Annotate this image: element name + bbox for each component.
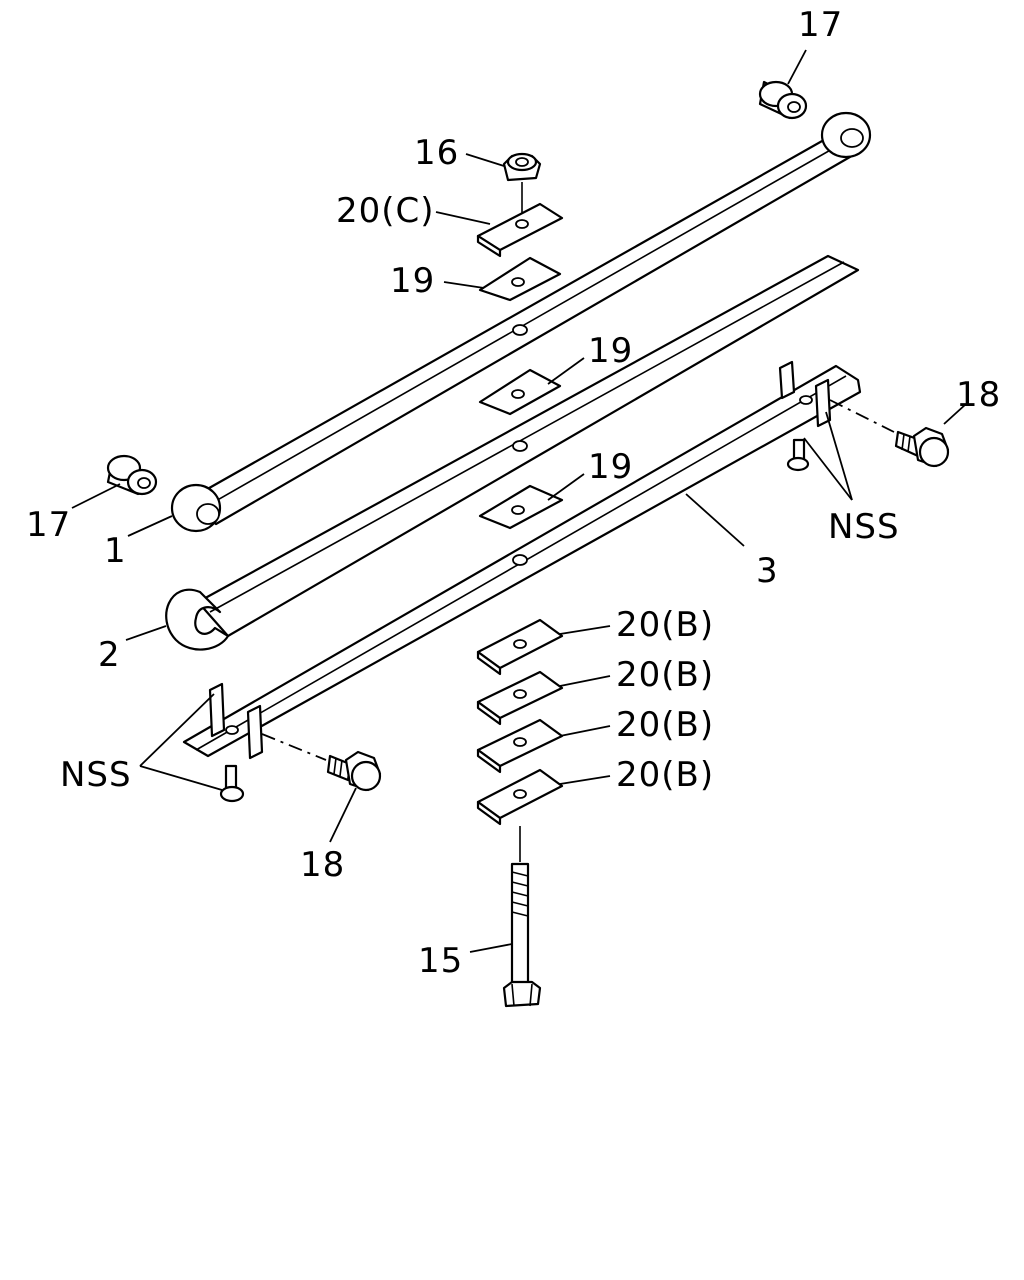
nut <box>502 152 542 182</box>
bolt-left-axis <box>261 733 327 761</box>
bolt-right-axis <box>829 399 895 433</box>
leader-lines <box>71 49 967 953</box>
callout-bushing-top: 17 <box>798 5 843 45</box>
callout-center-bolt: 15 <box>418 941 463 981</box>
callout-leaf-3: 3 <box>756 551 779 591</box>
callout-plate-b1: 20(B) <box>616 605 714 645</box>
callout-bushing-left: 17 <box>26 505 71 545</box>
callout-pad-low: 19 <box>588 447 633 487</box>
callout-pad-mid: 19 <box>588 331 633 371</box>
callout-nss-right: NSS <box>828 507 900 547</box>
callout-leaf-2: 2 <box>98 635 121 675</box>
callout-bolt-left: 18 <box>300 845 345 885</box>
callout-plate-c: 20(C) <box>336 191 435 231</box>
leaf-spring-1 <box>170 111 872 533</box>
leaf-spring-2 <box>165 254 860 651</box>
plate-b3 <box>476 718 564 774</box>
callout-bolt-right: 18 <box>956 375 1001 415</box>
bolt-right <box>894 426 950 468</box>
pad-mid <box>478 368 562 416</box>
callout-plate-b2: 20(B) <box>616 655 714 695</box>
plate-c <box>476 202 564 258</box>
pad-top <box>478 256 562 302</box>
bolt-left <box>326 750 382 792</box>
callout-nss-left: NSS <box>60 755 132 795</box>
plate-b1 <box>476 618 564 676</box>
callout-leaf-1: 1 <box>104 531 127 571</box>
callout-pad-top: 19 <box>390 261 435 301</box>
rivet-left <box>219 764 245 803</box>
callout-plate-b3: 20(B) <box>616 705 714 745</box>
pad-low <box>478 484 564 530</box>
bushing-top <box>758 80 808 120</box>
callout-plate-b4: 20(B) <box>616 755 714 795</box>
center-bolt <box>502 826 542 1008</box>
rivet-right <box>786 438 810 472</box>
bushing-left <box>106 454 158 496</box>
plate-b4 <box>476 768 564 826</box>
leaf-spring-3 <box>182 360 862 760</box>
callout-labels: 17 16 20(C) 19 19 19 18 NSS 17 1 3 2 20(… <box>26 5 1001 981</box>
callout-nut: 16 <box>414 133 459 173</box>
plate-b2 <box>476 670 564 726</box>
